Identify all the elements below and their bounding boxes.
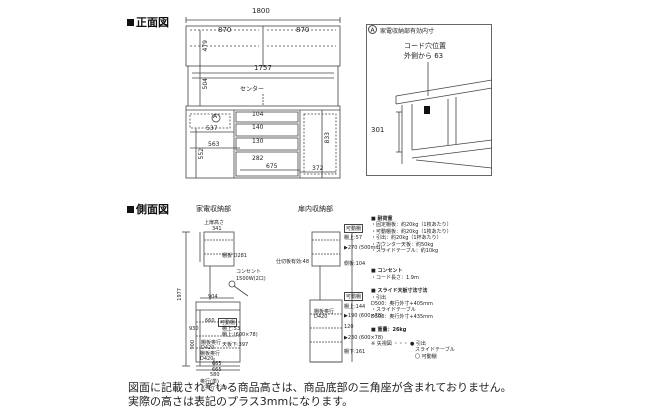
total-width-label: 1800 <box>252 7 270 15</box>
mid-d420: D420 <box>314 314 328 320</box>
center-label: センター <box>240 86 265 93</box>
mid-movable-shelf-2: 可動棚 <box>344 292 364 301</box>
lower-width2-label: 563 <box>208 141 220 148</box>
spec-slide-2: D500：奥行外寸+405mm <box>371 301 433 308</box>
spec-load-1: ・固定棚板：約20kg（1枚あたり） <box>371 222 452 229</box>
upper-right-width-label: 870 <box>296 26 310 34</box>
drawer-shelf-depth: 棚板奥行 <box>200 351 221 357</box>
square-bullet-icon <box>127 19 134 26</box>
middle-height-label: 504 <box>202 78 209 90</box>
detail-code-line1: コード穴位置 <box>404 42 446 50</box>
side-shelf-d281: 棚板 D281 <box>222 253 247 259</box>
footer-note-line-1: 図面に記載されている商品高さは、商品底部の三角座が含まれておりません。 <box>128 381 512 394</box>
drawer-top-under: 天板下:397 <box>222 342 249 348</box>
drawer-height-3: 130 <box>252 138 264 145</box>
spec-load-4: ・カウンター天板：約50kg <box>371 241 434 248</box>
front-view-title-text: 正面図 <box>136 16 169 29</box>
mid-shelf-top-144: 棚上:144 <box>344 304 366 310</box>
spec-heading-weight: ■ 重量：26kg <box>371 327 407 334</box>
spec-load-2: ・可動棚板：約20kg（1枚あたり） <box>371 228 452 235</box>
side-bottom-dim-label: (奥行寸法) <box>203 385 227 391</box>
side-1977: 1977 <box>177 288 183 301</box>
drawer-d420: D420 <box>200 356 214 362</box>
front-view-title: 正面図 <box>127 14 169 30</box>
mid-270: ▶270 (500mm) <box>344 245 383 251</box>
drawer-shelf-top-spec: 棚上:(600×78) <box>222 332 258 338</box>
side-outlet-spec: 1500W(2口) <box>236 276 266 282</box>
side-view-drawing <box>182 231 353 371</box>
drawer-665-b: 665 <box>212 367 222 373</box>
spec-slide-3: ・スライドテーブル <box>371 307 416 314</box>
mid-shelf-top-57: 棚上:57 <box>344 235 363 241</box>
front-view-drawing <box>185 17 341 179</box>
side-930: 930 <box>189 326 199 332</box>
lower-right-width-label: 372 <box>312 165 324 172</box>
drawer-height-1: 104 <box>252 111 264 118</box>
mid-divider-48: 仕切板有効:48 <box>276 259 310 265</box>
side-view-title: 側面図 <box>127 201 169 217</box>
side-view-title-text: 側面図 <box>136 203 169 216</box>
side-341: 341 <box>212 226 222 232</box>
lower-height-left-label: 552 <box>198 148 205 160</box>
drawer-height-2: 140 <box>252 124 264 131</box>
tab-appliance-storage: 家電収納部 <box>196 205 231 213</box>
side-904: 904 <box>208 294 218 300</box>
spec-slide-1: ・引出 <box>371 294 387 301</box>
footer-note-line-2: 実際の高さは表記のプラス3mmになります。 <box>128 395 354 408</box>
mid-side-104: 側板:104 <box>344 261 366 267</box>
mid-shelf-bottom-161: 棚下:161 <box>344 349 366 355</box>
detail-code-line2: 外側から 63 <box>404 52 444 60</box>
spec-legend-1: ※ 矢視図 ・・・ ● 引出 <box>371 340 426 347</box>
detail-a-frame <box>366 24 492 176</box>
detail-a-drawing <box>395 62 492 169</box>
lower-height-right-label: 833 <box>324 132 331 144</box>
side-d420: D420 <box>201 345 215 351</box>
side-bottom-dim: 580 <box>210 372 220 378</box>
spec-heading-load: ■ 耐荷重 <box>371 216 393 222</box>
side-upper-door-height: 上扉高さ <box>204 220 225 226</box>
drawer-665-a: 665 <box>212 361 222 367</box>
spec-heading-slide: ■ スライド天板寸法寸法 <box>371 288 428 295</box>
detail-a-marker-text: A <box>370 27 375 34</box>
mid-movable-shelf-1: 可動棚 <box>344 224 364 233</box>
drawer-movable-shelf: 可動棚 <box>218 318 238 327</box>
side-660: 660 <box>205 318 215 324</box>
square-bullet-icon <box>127 206 134 213</box>
upper-left-width-label: 870 <box>218 26 232 34</box>
side-outlet: コンセント <box>236 269 262 275</box>
mid-120: 120 <box>344 324 354 330</box>
detail-height-label: 301 <box>371 126 385 134</box>
marker-a-circle <box>211 113 221 123</box>
spec-heading-outlet: ■ コンセント <box>371 268 403 275</box>
marker-a-label: A <box>213 113 218 120</box>
detail-a-marker: A <box>368 25 377 34</box>
spec-list: ■ 耐荷重 ・固定棚板：約20kg（1枚あたり） ・可動棚板：約20kg（1枚あ… <box>371 216 455 360</box>
mid-190: ▶190 (600×78) <box>344 313 383 319</box>
side-900: 900 <box>190 340 196 350</box>
spec-slide-4: D500：奥行外寸+435mm <box>371 313 433 320</box>
lower-width3-label: 675 <box>266 163 278 170</box>
detail-a-title: 家電収納部有効内寸 <box>380 28 435 35</box>
spec-legend-3: 〇 可動棚 <box>415 353 437 360</box>
spec-load-5: ・スライドテーブル：約10kg <box>371 248 439 255</box>
spec-load-3: ・引出：約20kg（1杯あたり） <box>371 235 442 242</box>
mid-230: ▶230 (600×78) <box>344 335 383 341</box>
drawer-shelf-top: 棚上:53 <box>222 326 241 332</box>
side-shelf-depth: 棚板奥行 <box>201 340 222 346</box>
tab-interior-storage: 扉内収納部 <box>298 205 333 213</box>
spec-outlet-1: ・コード長さ：1.9m <box>371 274 419 281</box>
middle-width-label: 1757 <box>254 64 272 72</box>
side-depth-single: 奥行(単) <box>200 379 219 385</box>
upper-height-label: 479 <box>202 40 209 52</box>
spec-legend-2: スライドテーブル <box>415 347 455 354</box>
mid-shelf-depth: 棚板奥行 <box>314 309 335 315</box>
lower-left-width-label: 537 <box>206 125 218 132</box>
drawer-height-4: 282 <box>252 155 264 162</box>
